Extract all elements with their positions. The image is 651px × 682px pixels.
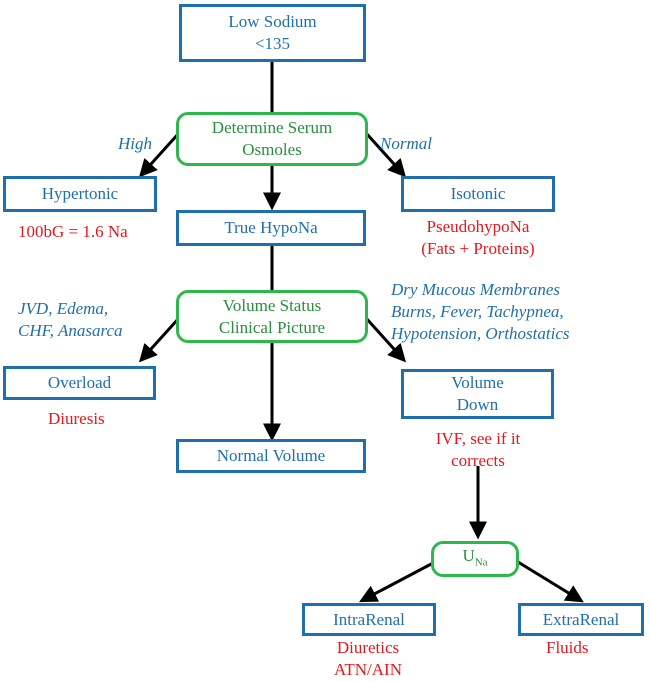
volume-down-signs-line2: Burns, Fever, Tachypnea, bbox=[391, 302, 564, 321]
low-sodium-label: Low Sodium bbox=[228, 12, 317, 31]
hypertonic-note: 100bG = 1.6 Na bbox=[18, 222, 128, 241]
volume-down-box: Volume Down bbox=[401, 369, 554, 419]
normal-label: Normal bbox=[380, 134, 432, 153]
volume-status-line1: Volume Status bbox=[222, 295, 322, 315]
intrarenal-causes-line2: ATN/AIN bbox=[334, 660, 402, 679]
high-label: High bbox=[118, 134, 152, 153]
determine-osmoles-line1: Determine Serum bbox=[211, 118, 333, 137]
volume-down-treatment: IVF, see if it corrects bbox=[418, 428, 538, 472]
low-sodium-box: Low Sodium <135 bbox=[179, 4, 366, 62]
isotonic-note: PseudohypoNa (Fats + Proteins) bbox=[406, 216, 550, 260]
hypertonic-label: Hypertonic bbox=[41, 184, 119, 203]
intrarenal-causes-line1: Diuretics bbox=[336, 638, 400, 657]
una-main: U bbox=[462, 545, 475, 565]
determine-osmoles-box: Determine Serum Osmoles bbox=[176, 112, 368, 166]
arrow-to-isotonic bbox=[364, 131, 407, 178]
volume-status-line2: Clinical Picture bbox=[218, 317, 326, 337]
isotonic-note-line1: PseudohypoNa bbox=[426, 217, 530, 236]
volume-down-line1: Volume bbox=[451, 373, 504, 392]
volume-down-signs-line3: Hypotension, Orthostatics bbox=[391, 324, 570, 343]
normal-volume-label: Normal Volume bbox=[216, 446, 326, 465]
intrarenal-box: IntraRenal bbox=[302, 603, 436, 636]
arrow-to-overload bbox=[138, 316, 181, 363]
intrarenal-causes: Diuretics ATN/AIN bbox=[318, 637, 418, 681]
volume-down-treatment-line1: IVF, see if it bbox=[435, 429, 521, 448]
overload-label: Overload bbox=[47, 373, 112, 392]
intrarenal-label: IntraRenal bbox=[333, 609, 405, 629]
extrarenal-causes: Fluids bbox=[546, 638, 589, 657]
isotonic-label: Isotonic bbox=[450, 184, 506, 203]
una-label: UNa bbox=[462, 545, 487, 573]
low-sodium-threshold: <135 bbox=[254, 34, 291, 53]
overload-signs-line1: JVD, Edema, bbox=[18, 299, 109, 318]
overload-signs: JVD, Edema, CHF, Anasarca bbox=[18, 298, 123, 342]
una-subscript: Na bbox=[474, 556, 488, 569]
arrow-to-extrarenal bbox=[517, 560, 584, 603]
overload-treatment: Diuresis bbox=[48, 409, 105, 428]
volume-down-signs: Dry Mucous Membranes Burns, Fever, Tachy… bbox=[391, 279, 570, 345]
determine-osmoles-line2: Osmoles bbox=[242, 140, 302, 159]
una-box: UNa bbox=[431, 541, 519, 577]
arrow-to-intrarenal bbox=[359, 560, 436, 603]
true-hypona-box: True HypoNa bbox=[176, 210, 366, 246]
overload-signs-line2: CHF, Anasarca bbox=[18, 321, 123, 340]
volume-down-treatment-line2: corrects bbox=[451, 451, 505, 470]
hypertonic-box: Hypertonic bbox=[3, 176, 157, 212]
volume-down-signs-line1: Dry Mucous Membranes bbox=[391, 280, 561, 299]
normal-volume-box: Normal Volume bbox=[176, 439, 366, 473]
true-hypona-label: True HypoNa bbox=[224, 218, 318, 237]
volume-status-box: Volume Status Clinical Picture bbox=[176, 290, 368, 343]
arrow-to-volume-down bbox=[364, 316, 407, 363]
extrarenal-label: ExtraRenal bbox=[542, 609, 620, 629]
overload-box: Overload bbox=[3, 366, 156, 400]
extrarenal-box: ExtraRenal bbox=[518, 603, 644, 636]
volume-down-line2: Down bbox=[456, 395, 499, 414]
isotonic-note-line2: (Fats + Proteins) bbox=[421, 239, 535, 258]
isotonic-box: Isotonic bbox=[401, 176, 555, 212]
arrow-to-hypertonic bbox=[138, 131, 181, 178]
